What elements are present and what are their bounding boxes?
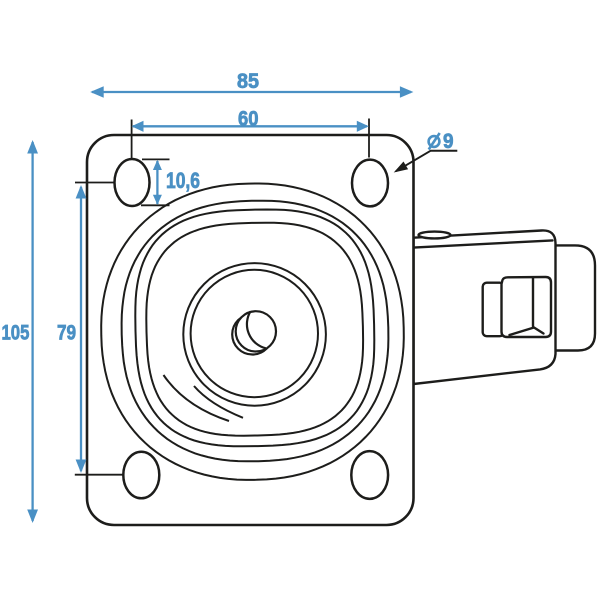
svg-text:9: 9 xyxy=(443,130,454,153)
svg-text:79: 79 xyxy=(57,320,76,344)
svg-text:10,6: 10,6 xyxy=(166,168,200,193)
svg-text:85: 85 xyxy=(237,70,259,93)
svg-text:60: 60 xyxy=(238,108,259,131)
svg-text:105: 105 xyxy=(2,320,30,344)
